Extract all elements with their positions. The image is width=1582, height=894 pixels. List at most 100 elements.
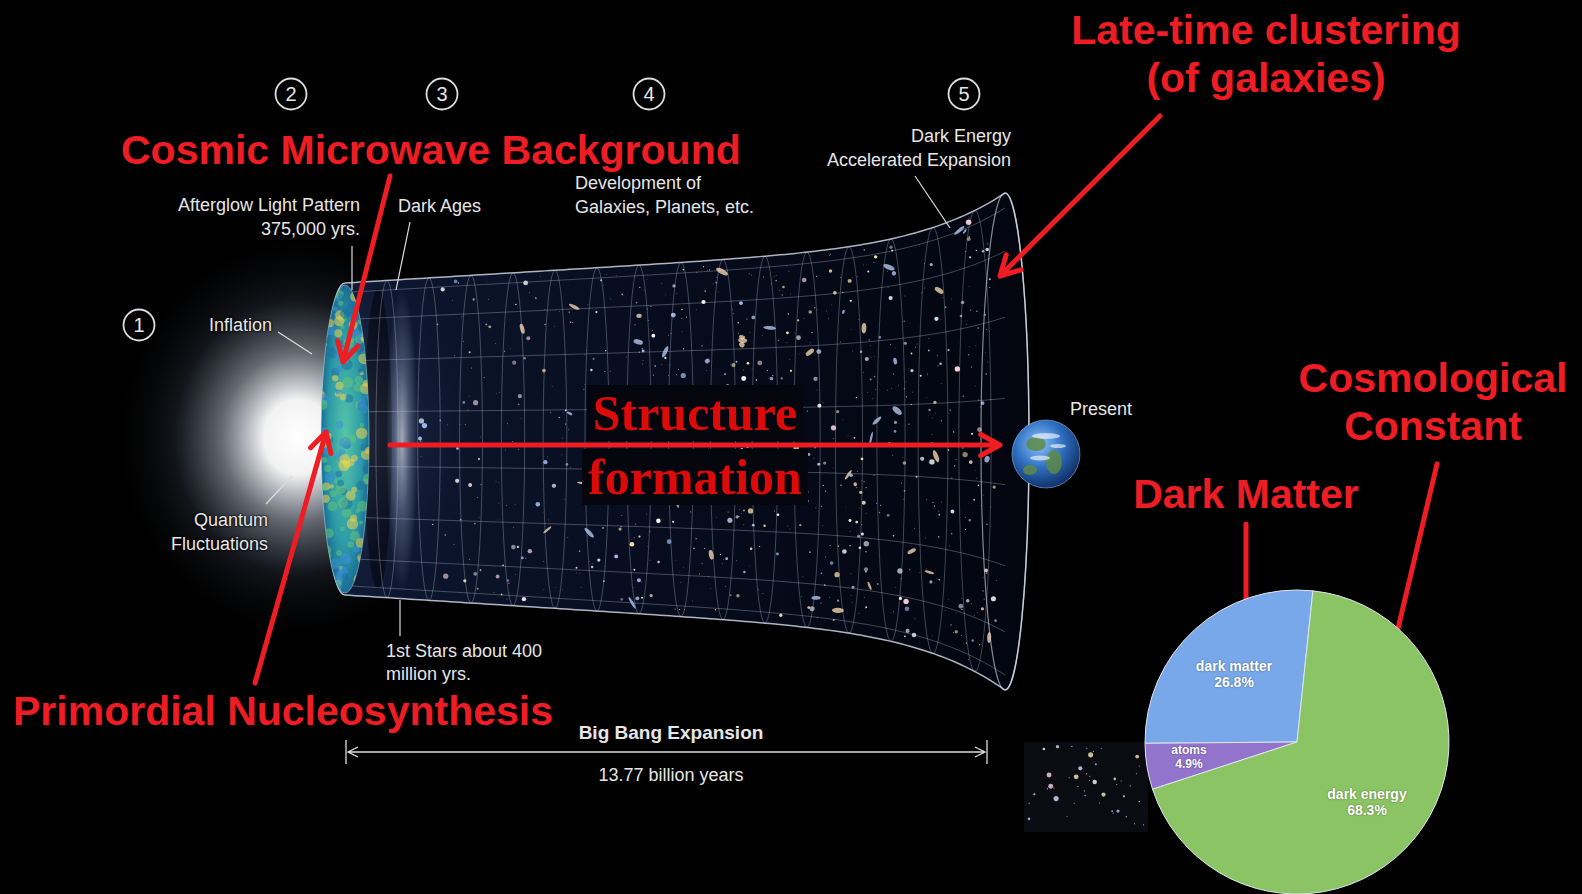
star (915, 346, 917, 348)
annotation-arrow (1000, 116, 1160, 276)
cmb-spot (335, 579, 341, 585)
star (635, 523, 636, 524)
star (642, 350, 645, 353)
label-box: Dark Energy Accelerated Expansion (819, 124, 1011, 172)
star (948, 599, 950, 601)
inset-star (1093, 780, 1097, 784)
cmb-spot (365, 447, 372, 454)
cmb-spot (322, 296, 331, 305)
star (451, 300, 453, 302)
star (653, 374, 654, 375)
star (831, 304, 833, 306)
star (547, 519, 549, 521)
inset-star (1099, 803, 1100, 804)
star (671, 313, 676, 318)
cmb-spot (320, 304, 331, 315)
star (738, 508, 740, 510)
star (699, 573, 700, 574)
star (903, 461, 907, 465)
cone-outline (323, 193, 1029, 690)
cmb-spot (346, 558, 351, 563)
star (472, 298, 474, 300)
star (933, 401, 936, 404)
star (649, 559, 651, 561)
star (873, 356, 875, 358)
annotation-label: Primordial Nucleosynthesis (13, 687, 553, 735)
inset-star (1134, 823, 1135, 824)
star (498, 481, 500, 483)
star (982, 494, 984, 496)
star (990, 506, 992, 508)
star (543, 561, 545, 563)
star (984, 352, 986, 354)
star (443, 574, 448, 579)
star (786, 342, 788, 344)
inset-star (1089, 780, 1090, 781)
star (808, 310, 812, 314)
star (903, 498, 905, 500)
leader-line (351, 246, 352, 290)
star (877, 583, 879, 585)
star (642, 348, 643, 349)
star (486, 280, 488, 282)
star (469, 351, 471, 353)
star (982, 590, 983, 591)
star (681, 318, 682, 319)
star (964, 516, 966, 518)
star (986, 622, 988, 624)
inset-star (1088, 752, 1093, 757)
cmb-spot (364, 337, 369, 342)
star (610, 298, 612, 300)
star (480, 569, 482, 571)
galaxy (568, 303, 580, 311)
star (862, 501, 866, 505)
cmb-spot (326, 280, 338, 292)
inset-star (1101, 748, 1102, 749)
star (951, 533, 953, 535)
galaxy (661, 345, 670, 358)
epoch-label: Dark Ages (398, 194, 481, 218)
star (965, 528, 967, 530)
star (802, 278, 807, 283)
cmb-spot (362, 561, 371, 570)
cmb-spot (330, 484, 334, 488)
galaxy (853, 482, 857, 487)
star (675, 609, 676, 610)
star (909, 569, 910, 570)
star (809, 551, 811, 553)
star (898, 384, 900, 386)
step-number-circle: 2 (274, 77, 308, 111)
galaxy (882, 263, 895, 272)
star (576, 567, 578, 569)
cmb-spot (335, 365, 343, 373)
star (895, 586, 897, 588)
star (497, 519, 499, 521)
cmb-spot (356, 538, 366, 548)
inset-star (1071, 746, 1072, 747)
star (610, 370, 612, 372)
star (941, 297, 943, 299)
star (731, 363, 735, 367)
galaxy (708, 550, 714, 560)
star (683, 269, 684, 270)
star (849, 545, 850, 546)
star (488, 325, 491, 328)
star (510, 348, 512, 350)
star (936, 354, 938, 356)
slice-label: atoms 4.9% (1166, 743, 1212, 771)
galaxy (984, 455, 991, 463)
star (749, 331, 751, 333)
star (717, 291, 719, 293)
galaxy (953, 225, 965, 236)
star (969, 460, 973, 464)
star (649, 531, 650, 532)
star (651, 329, 653, 331)
circle-ring (276, 79, 307, 110)
star (575, 572, 577, 574)
star (866, 263, 868, 265)
star (911, 353, 913, 355)
star (595, 311, 597, 313)
star (976, 310, 978, 312)
star (747, 362, 750, 365)
star (897, 568, 902, 573)
